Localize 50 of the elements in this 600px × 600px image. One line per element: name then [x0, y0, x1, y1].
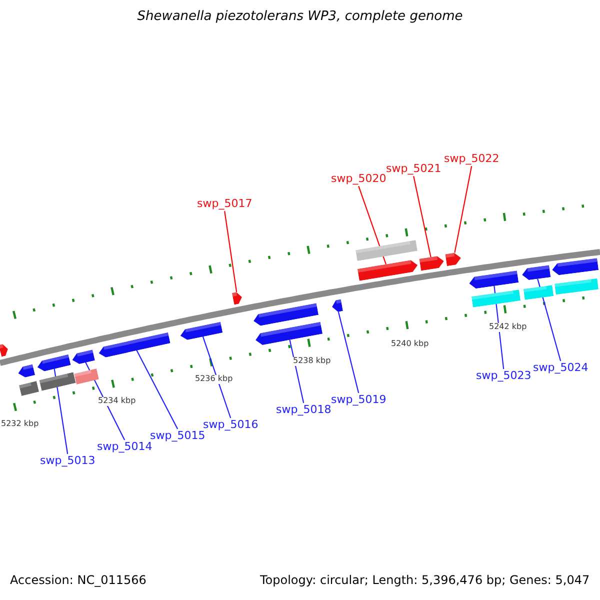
gene-feature: [179, 321, 223, 341]
gene-label: swp_5022: [444, 153, 500, 166]
leader-line: [413, 176, 432, 258]
scale-label: 5240 kbp: [391, 340, 429, 349]
scale-label: 5234 kbp: [98, 397, 136, 406]
gene-label: swp_5016: [203, 419, 258, 432]
feature-bar: [471, 289, 521, 307]
gene-feature: [0, 343, 10, 357]
feature-bar: [523, 284, 554, 300]
leader-line: [136, 350, 178, 430]
gene-label: swp_5018: [276, 404, 332, 416]
gene-feature: [98, 332, 170, 358]
gene-label: swp_5017: [197, 198, 252, 210]
genome-summary-text: Topology: circular; Length: 5,396,476 bp; Genes: 5,047: [260, 574, 590, 588]
feature-bar: [74, 368, 99, 384]
feature-bar: [18, 380, 40, 396]
leader-line: [54, 368, 68, 454]
gene-label: swp_5024: [533, 362, 588, 374]
leader-line: [224, 211, 238, 292]
feature-bar: [356, 240, 418, 260]
gene-feature: [331, 299, 343, 313]
gene-feature: [71, 349, 95, 365]
accession-text: Accession: NC_011566: [10, 574, 146, 588]
gene-label: swp_5019: [331, 394, 386, 406]
leader-line: [454, 166, 472, 253]
gene-feature: [445, 252, 462, 266]
scale-label: 5238 kbp: [293, 357, 331, 366]
scale-label: 5242 kbp: [489, 323, 527, 332]
title: Shewanella piezotolerans WP3, complete genome: [136, 10, 464, 24]
gene-label: swp_5020: [331, 173, 386, 186]
gene-label: swp_5023: [476, 370, 532, 382]
gene-label: swp_5021: [386, 163, 442, 176]
leader-line: [338, 312, 360, 394]
gene-label: swp_5014: [97, 441, 152, 454]
leader-line: [202, 336, 232, 418]
scale-label: 5232 kbp: [1, 420, 39, 429]
gene-label: swp_5013: [40, 455, 96, 468]
gene-label: swp_5015: [150, 430, 206, 442]
gene-feature: [36, 354, 71, 372]
feature-bar: [554, 278, 599, 294]
gene-feature: [468, 270, 519, 290]
gene-feature: [551, 258, 599, 276]
gene-feature: [232, 291, 244, 305]
gene-feature: [419, 255, 445, 271]
gene-feature: [16, 364, 36, 378]
gene-feature: [252, 303, 319, 327]
gene-feature: [254, 322, 323, 346]
scale-label: 5236 kbp: [195, 375, 233, 384]
leader-line: [537, 278, 562, 362]
gene-feature: [521, 265, 551, 281]
